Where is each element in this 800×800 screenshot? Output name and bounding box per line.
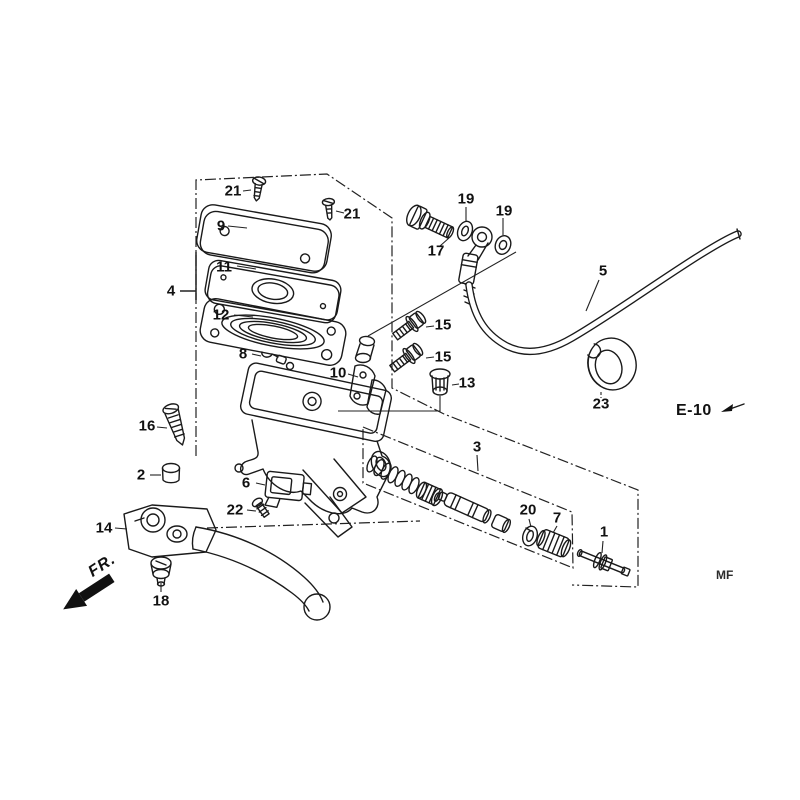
part-label-13-13: 13 [458,374,476,392]
part-label-18-21: 18 [152,592,170,610]
screw-part21-b [321,197,336,221]
fr-arrow-icon [63,573,115,610]
rod-part1 [576,548,631,577]
part-label-7-24: 7 [552,509,562,527]
banjo-bolt-part17 [406,204,455,239]
pivot-bolt-part18 [150,556,172,587]
part-label-15-11: 15 [434,316,452,334]
bolt-part15-b [389,342,424,373]
part-label-19-9: 19 [495,202,513,220]
part-label-23-15: 23 [592,395,610,413]
grommet-part23 [587,337,637,391]
part-label-10-14: 10 [329,364,347,382]
part-label-14-20: 14 [95,519,113,537]
phantom-boxes [195,173,639,588]
part-label-6-18: 6 [241,474,251,492]
diaphragm-part12 [199,298,347,366]
washer-part19-a [456,220,474,242]
boot-part2 [161,462,181,484]
part-label-16-16: 16 [138,417,156,435]
screw-part22 [251,497,270,518]
part-label-15-12: 15 [434,348,452,366]
spring-part3 [366,455,420,495]
part-label-21-0: 21 [224,182,242,200]
part-label-4-5: 4 [166,282,176,300]
part-label-19-8: 19 [457,190,475,208]
ref-page-label: E-10 [676,402,712,419]
screw-part21-a [251,176,267,202]
part-label-11-3: 11 [216,258,232,276]
screw-part16 [162,403,186,446]
part-label-17-7: 17 [427,242,445,260]
clamp-part10 [349,364,387,415]
part-label-21-1: 21 [343,205,361,223]
part-label-1-25: 1 [599,523,609,541]
switch-part6 [264,470,313,508]
piston-part3 [437,491,492,524]
seal-part3 [491,514,512,534]
part-label-5-10: 5 [598,262,608,280]
plate-part11 [204,259,342,324]
washer-part19-b [494,235,512,255]
part-label-8-6: 8 [238,345,248,363]
part-label-9-2: 9 [216,217,226,235]
part-label-22-19: 22 [226,501,244,519]
circlip-part20 [521,525,539,547]
lever-blade [191,526,331,621]
part-label-2-17: 2 [136,466,146,484]
part-label-12-4: 12 [212,306,230,324]
hose-part5 [458,226,742,355]
part-label-3-22: 3 [472,438,482,456]
lever-bracket-part14 [123,504,217,558]
reservoir-cap-part9 [196,204,332,274]
plug-part13 [429,368,451,396]
part-label-20-23: 20 [519,501,537,519]
boot-part7 [536,529,572,558]
leader-lines [114,189,604,592]
drawing-code-label: MF [716,568,734,582]
bolt-part15-a [392,310,427,341]
e10-arrow-icon [721,403,745,412]
